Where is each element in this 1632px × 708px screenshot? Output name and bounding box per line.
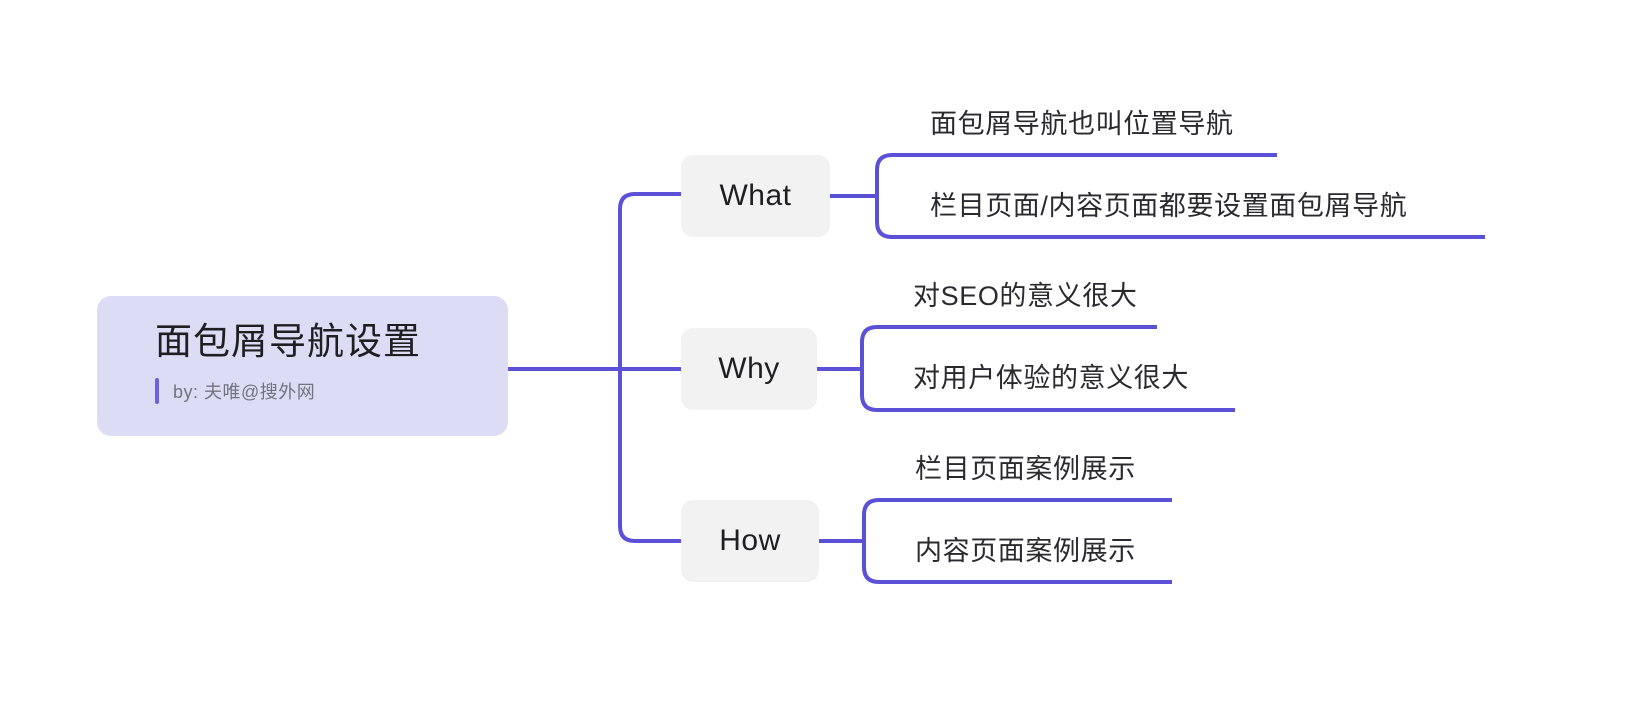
branch-label-why: Why bbox=[718, 352, 780, 385]
root-byline: by: 夫唯@搜外网 bbox=[173, 382, 316, 402]
leaf-how-2[interactable]: 内容页面案例展示 bbox=[915, 536, 1136, 566]
trunk-to-how bbox=[618, 369, 681, 543]
branch-label-how: How bbox=[719, 524, 781, 557]
leaf-why-2[interactable]: 对用户体验的意义很大 bbox=[913, 363, 1189, 393]
leaf-what-1[interactable]: 面包屑导航也叫位置导航 bbox=[930, 109, 1234, 139]
trunk-to-what bbox=[618, 192, 681, 369]
leaf-why-1[interactable]: 对SEO的意义很大 bbox=[913, 281, 1138, 311]
root-node[interactable]: 面包屑导航设置 by: 夫唯@搜外网 bbox=[97, 296, 508, 436]
root-byline-row: by: 夫唯@搜外网 bbox=[97, 378, 508, 404]
root-title: 面包屑导航设置 bbox=[155, 321, 421, 362]
leaf-how-1[interactable]: 栏目页面案例展示 bbox=[915, 454, 1136, 484]
branch-node-what[interactable]: What bbox=[681, 155, 830, 237]
leaf-what-2[interactable]: 栏目页面/内容页面都要设置面包屑导航 bbox=[930, 191, 1408, 221]
branch-node-how[interactable]: How bbox=[681, 500, 819, 582]
branch-label-what: What bbox=[719, 179, 792, 212]
branch-node-why[interactable]: Why bbox=[681, 328, 817, 410]
accent-bar-icon bbox=[155, 378, 159, 404]
